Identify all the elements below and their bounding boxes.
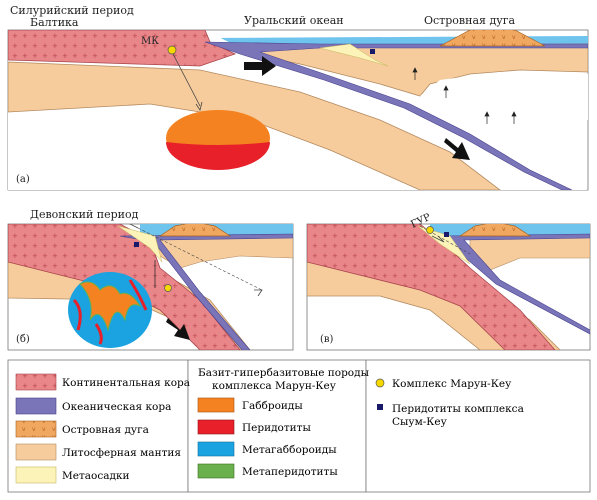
mk-trajectory-line (171, 51, 201, 107)
legend-swatch-continental-crust (15, 373, 57, 391)
legend-middle-title-line2: комплекса Марун-Кеу (212, 380, 337, 392)
plate-motion-arrow-3 (166, 318, 190, 340)
mantle-body-a (8, 61, 501, 190)
island-arc-b (158, 224, 232, 237)
island-arc-c (458, 224, 532, 237)
island-arc-a (439, 30, 546, 47)
legend-label-lithospheric-mantle: Литосферная мантия (62, 447, 181, 459)
legend-middle-title-line1: Базит-гипербазитовые породы (198, 367, 369, 379)
ocean-label: Уральский океан (244, 14, 344, 27)
panel-a-letter: (а) (16, 174, 30, 185)
legend-symbol-maruun-keu (375, 378, 385, 388)
legend-label-maruun-keu: Комплекс Марун-Кеу (392, 378, 512, 390)
panel-b-letter: (б) (16, 334, 30, 345)
legend-swatch-metasediments (15, 466, 57, 484)
legend-label-syum-keu-line2: Сыум-Кеу (392, 416, 448, 428)
fluid-arrows (412, 67, 517, 124)
maruun-keu-marker-b (164, 284, 172, 292)
legend-label-peridotites: Перидотиты (242, 422, 311, 434)
panel-b-title: Девонский период (30, 208, 139, 221)
legend-label-metaperidotites: Метаперидотиты (242, 466, 338, 478)
panel-c: ГУР (в) (306, 212, 591, 351)
plate-motion-arrow-2 (444, 138, 470, 160)
plate-motion-arrow-1 (244, 56, 276, 76)
legend-swatch-peridotites (197, 419, 235, 435)
legend-symbol-syum-keu (377, 404, 383, 410)
legend-swatch-gabbroids (197, 397, 235, 413)
continental-crust-a (8, 30, 237, 67)
panel-b: Девонский период (б) (7, 208, 294, 351)
panel-a-title-line1: Силурийский период (10, 4, 134, 17)
legend-label-metasediments: Метаосадки (62, 470, 130, 482)
legend-label-oceanic-crust: Океаническая кора (62, 401, 171, 413)
syum-keu-marker-b (134, 242, 139, 247)
legend-label-syum-keu-line1: Перидотиты комплекса (392, 403, 524, 415)
legend-label-island-arc: Островная дуга (62, 424, 149, 436)
mantle-wedge-a (420, 72, 588, 120)
magma-chamber-b (68, 272, 152, 348)
legend-swatch-metaperidotites (197, 463, 235, 479)
panel-c-letter: (в) (320, 334, 334, 345)
legend-label-continental-crust: Континентальная кора (62, 377, 190, 389)
legend-swatch-oceanic-crust (15, 397, 57, 415)
legend-label-metagabbroids: Метагаббороиды (242, 444, 337, 456)
maruun-keu-marker-a (167, 45, 177, 55)
panel-a: Силурийский период Балтика Уральский оке… (7, 4, 589, 191)
magma-chamber-a (166, 110, 270, 170)
metasediment-wedge-a (319, 43, 389, 67)
legend-label-gabbroids: Габброиды (242, 400, 303, 412)
legend-swatch-island-arc (15, 420, 57, 438)
legend-swatch-lithospheric-mantle (15, 443, 57, 461)
arc-label: Островная дуга (424, 14, 515, 27)
syum-keu-marker-a (370, 49, 375, 54)
syum-keu-marker-c (444, 232, 449, 237)
legend-swatch-metagabbroids (197, 441, 235, 457)
maruun-keu-marker-c (426, 226, 434, 234)
legend-frame-right (365, 359, 591, 493)
legend: Континентальная кора Океаническая кора О… (7, 359, 591, 493)
mk-label: МК (141, 36, 159, 47)
oceanic-crust-a (204, 41, 588, 190)
panel-a-title-line2: Балтика (30, 16, 79, 29)
